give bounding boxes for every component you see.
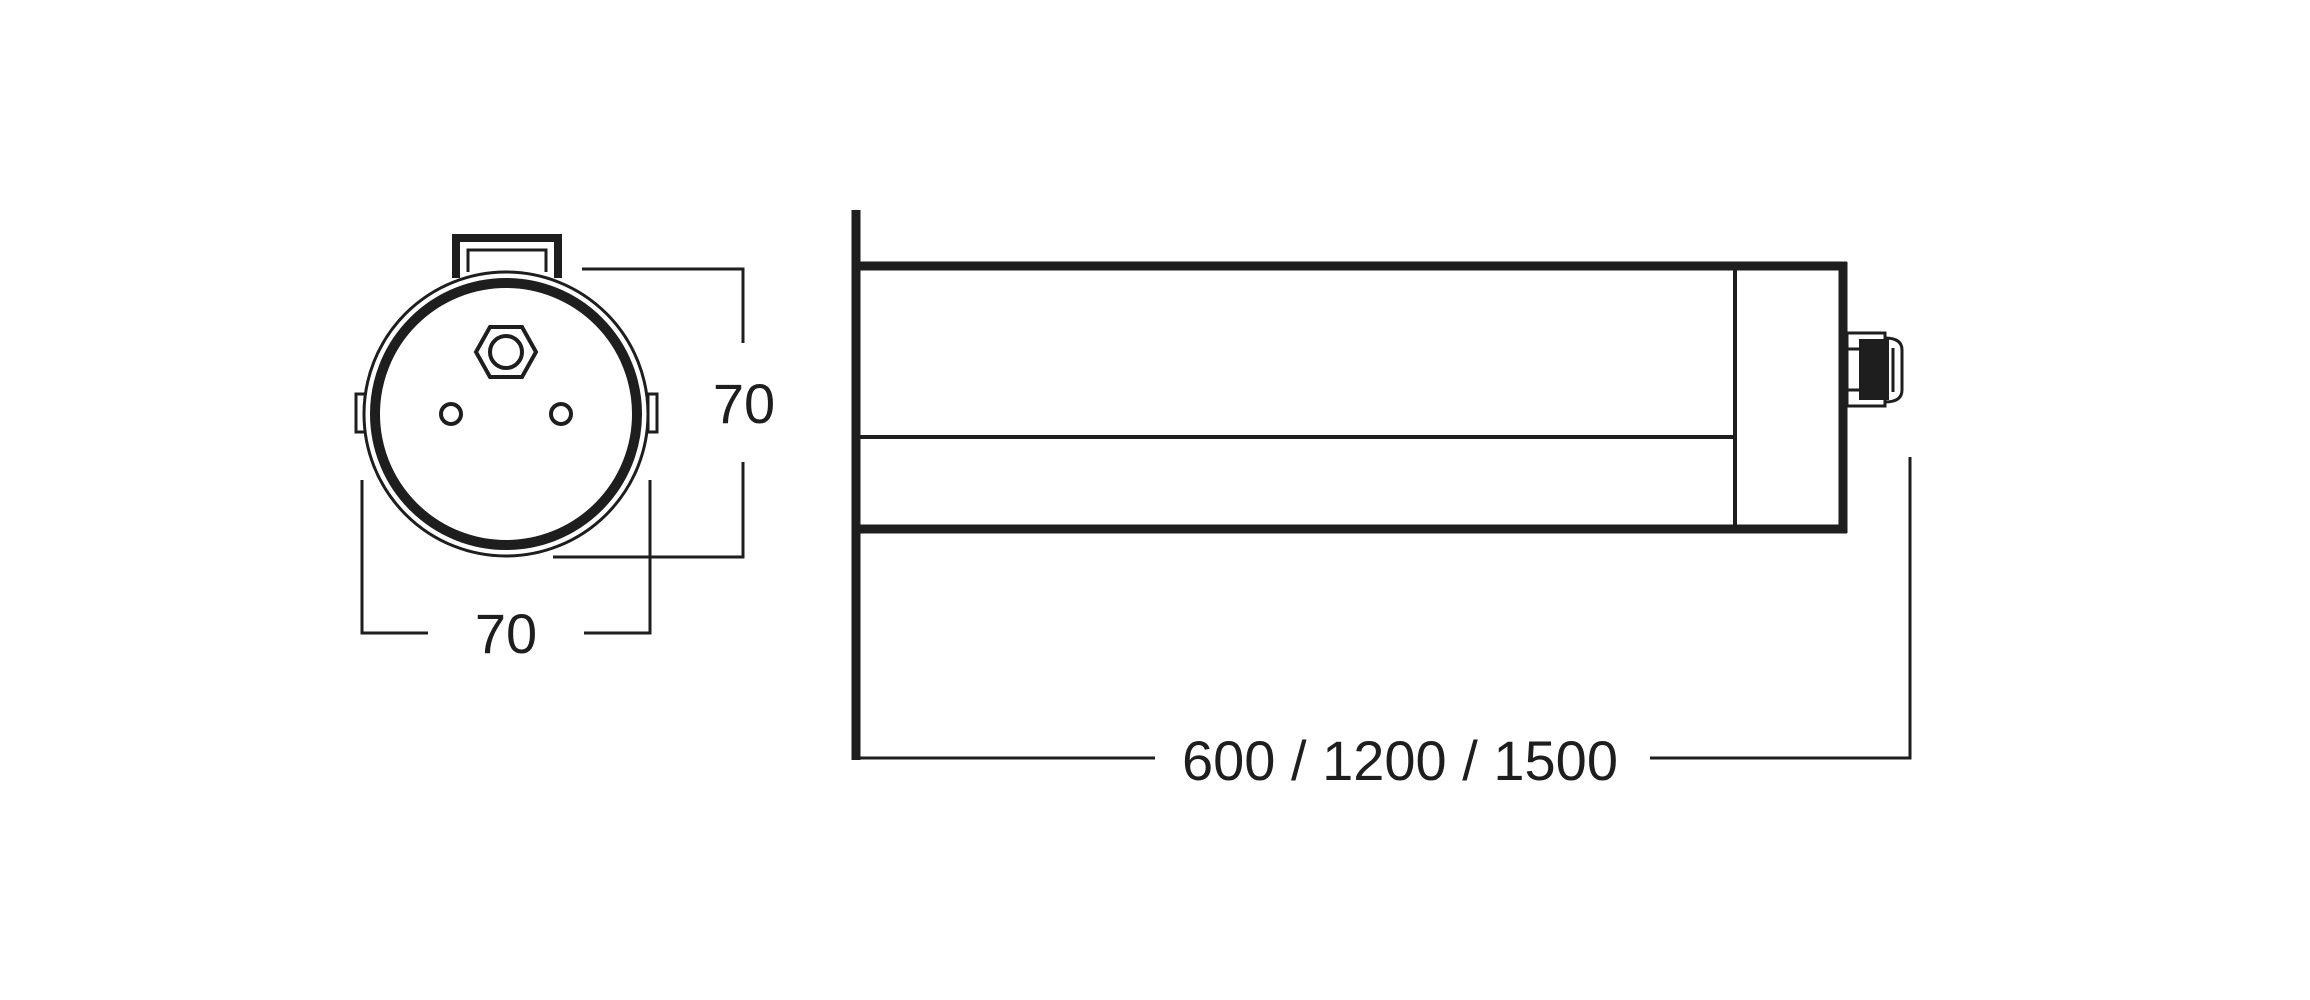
width-dimension-line: [360, 480, 652, 635]
end-view-height-label: 70: [713, 372, 775, 435]
side-view: [851, 210, 1904, 760]
screw-hole-left: [439, 402, 463, 426]
side-view-length-label: 600 / 1200 / 1500: [1182, 729, 1618, 792]
end-cap-circle: [370, 278, 642, 550]
cable-gland-icon: [1845, 331, 1904, 408]
length-dimension-line: [856, 457, 1912, 760]
height-dimension-line: [553, 267, 745, 559]
hex-nut-icon: [473, 325, 539, 379]
mounting-bracket: [452, 234, 562, 278]
outer-housing-circle: [362, 270, 650, 558]
end-view: [354, 234, 659, 558]
end-view-width-label: 70: [475, 602, 537, 665]
screw-hole-right: [549, 402, 573, 426]
